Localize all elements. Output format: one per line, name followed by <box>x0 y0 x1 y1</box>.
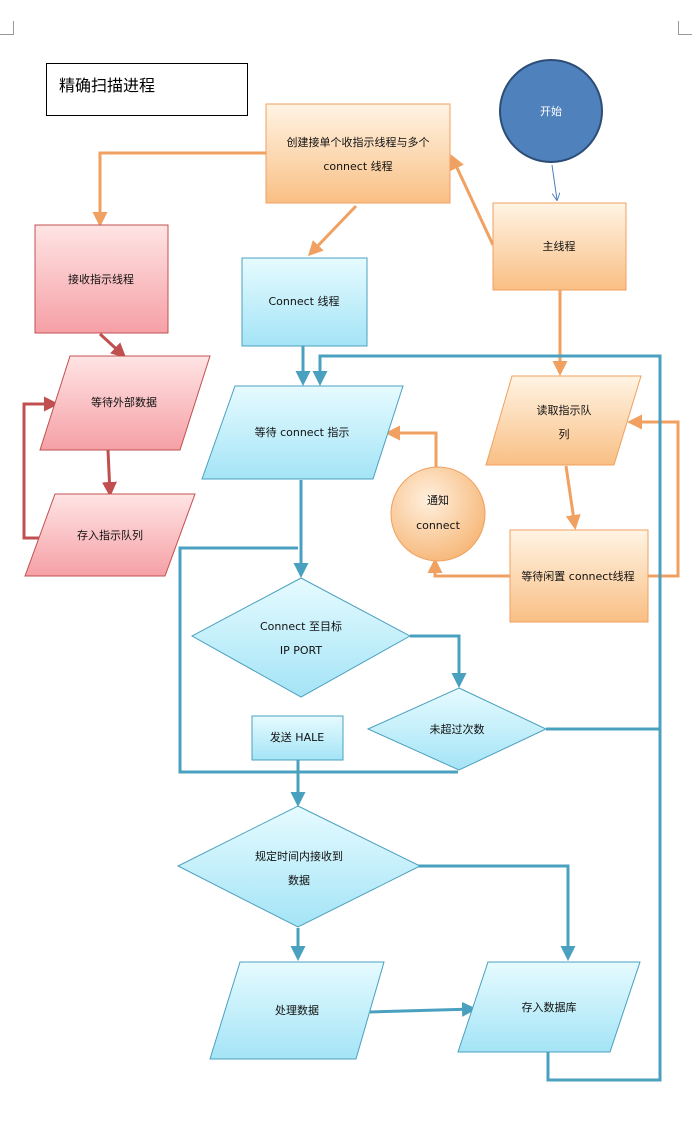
diagram-title: 精确扫描进程 <box>59 76 156 95</box>
main-thread-node <box>492 202 627 291</box>
edge-receive-to-wait-external <box>98 332 127 359</box>
edge-start-to-main <box>551 164 557 200</box>
edge-create-to-connect-thread <box>307 204 358 257</box>
not-exceeded-node <box>366 687 548 771</box>
read-queue-node <box>485 375 642 466</box>
edge-notify-to-wait-connect <box>385 425 438 469</box>
corner-mark-left <box>0 21 14 35</box>
notify-label-1: 通知 <box>427 493 449 507</box>
edge-wait-idle-to-read <box>627 414 680 578</box>
receive-in-time-node <box>176 805 422 928</box>
title-box: 精确扫描进程 <box>46 63 248 116</box>
process-data-label: 处理数据 <box>275 1003 319 1017</box>
edge-wait-external-to-store <box>101 449 117 497</box>
connect-thread-node <box>241 257 368 347</box>
connect-target-node <box>190 577 412 698</box>
edge-retry-loop <box>178 546 458 774</box>
store-db-node <box>457 961 641 1053</box>
edge-process-to-db <box>369 1001 477 1017</box>
start-node <box>499 59 603 163</box>
store-queue-label: 存入指示队列 <box>77 528 143 542</box>
edge-create-to-receive <box>92 151 266 227</box>
wait-connect-node <box>201 385 404 480</box>
create-threads-label-1: 创建接单个收指示线程与多个 <box>287 135 430 149</box>
store-queue-node <box>24 493 196 577</box>
wait-external-label: 等待外部数据 <box>91 395 157 409</box>
start-label: 开始 <box>540 104 562 118</box>
receive-thread-node <box>34 224 169 334</box>
read-queue-label-2: 列 <box>559 427 570 441</box>
receive-in-time-label-1: 规定时间内接收到 <box>255 849 343 863</box>
wait-connect-label: 等待 connect 指示 <box>255 425 350 439</box>
connect-target-label-2: IP PORT <box>280 644 323 657</box>
connect-target-label-1: Connect 至目标 <box>260 619 342 633</box>
main-thread-label: 主线程 <box>543 239 576 253</box>
notify-label-2: connect <box>416 519 461 532</box>
receive-in-time-label-2: 数据 <box>288 873 310 887</box>
edge-target-to-not-exceeded <box>410 634 467 688</box>
corner-mark-right <box>678 21 692 35</box>
edge-db-return <box>546 729 662 1082</box>
notify-node <box>390 466 486 562</box>
edge-not-exceeded-return <box>312 354 662 731</box>
store-db-label: 存入数据库 <box>522 1000 577 1014</box>
connect-thread-label: Connect 线程 <box>269 294 340 308</box>
edge-main-to-create <box>450 154 495 246</box>
send-hale-node <box>251 715 344 761</box>
edge-receive-check-to-db <box>418 864 576 961</box>
edge-store-to-wait-external <box>22 396 59 540</box>
create-threads-label-2: connect 线程 <box>323 159 392 173</box>
edge-read-to-wait-idle <box>564 465 581 530</box>
create-threads-node <box>265 103 451 204</box>
not-exceeded-label: 未超过次数 <box>430 722 485 736</box>
edge-wait-idle-to-notify <box>427 558 510 578</box>
wait-idle-node <box>509 529 649 623</box>
send-hale-label: 发送 HALE <box>270 730 324 744</box>
process-data-node <box>209 961 385 1060</box>
wait-external-node <box>39 355 211 451</box>
wait-idle-label: 等待闲置 connect线程 <box>521 569 634 583</box>
read-queue-label-1: 读取指示队 <box>537 403 592 417</box>
receive-thread-label: 接收指示线程 <box>68 272 134 286</box>
